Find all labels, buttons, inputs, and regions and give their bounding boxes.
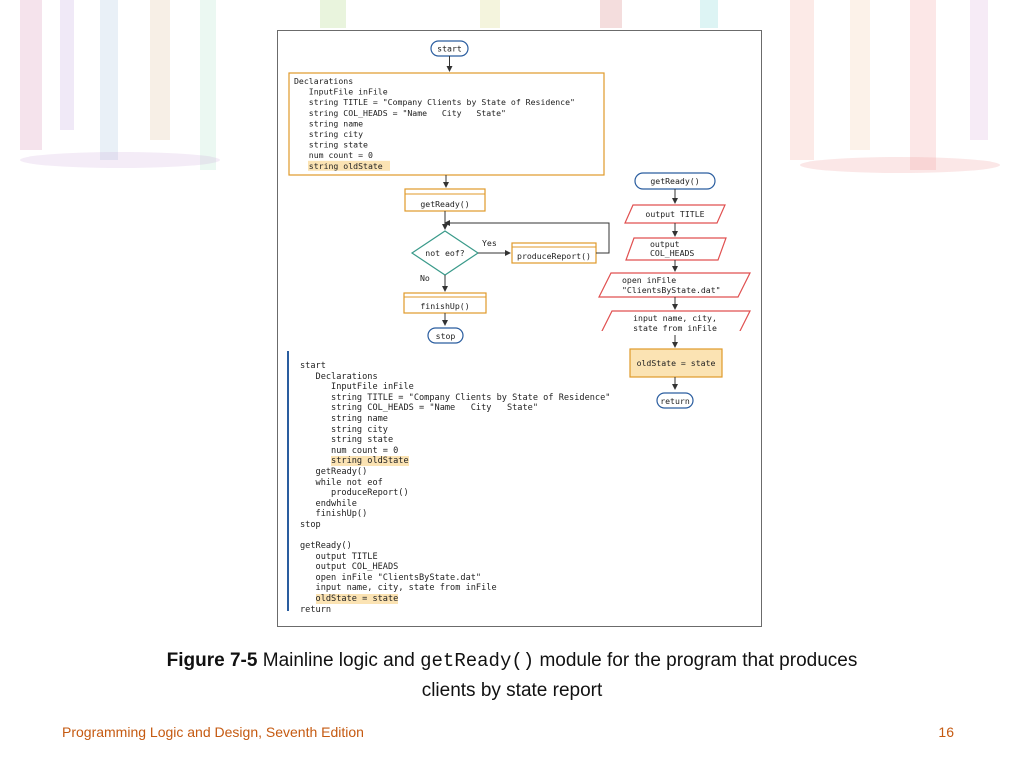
pseudocode-line: getReady()	[300, 541, 352, 552]
pseudocode-line: string TITLE = "Company Clients by State…	[331, 392, 611, 403]
no-label: No	[420, 273, 430, 283]
svg-text:oldState = state: oldState = state	[637, 358, 716, 368]
pseudocode-line: open inFile "ClientsByState.dat"	[315, 572, 482, 583]
caption-line-2: clients by state report	[421, 680, 603, 701]
pseudocode-line: string oldState	[331, 456, 409, 467]
pseudocode-line: InputFile inFile	[331, 382, 414, 393]
figure-panel: start Declarations InputFile inFile stri…	[277, 30, 762, 627]
pseudocode-line: finishUp()	[315, 509, 368, 520]
pseudocode-line: input name, city, state from inFile	[315, 583, 497, 594]
pseudocode-line: output COL_HEADS	[315, 562, 399, 573]
figure-caption: Figure 7-5 Mainline logic and getReady()…	[0, 646, 1024, 706]
svg-text:output: output	[650, 239, 680, 249]
declaration-line: string state	[294, 140, 368, 150]
svg-text:return: return	[660, 396, 690, 406]
output-title-io: output TITLE	[624, 204, 726, 224]
svg-text:finishUp(): finishUp()	[420, 301, 469, 311]
assign-oldstate-process: oldState = state	[629, 348, 723, 378]
pseudocode-line: string city	[331, 424, 388, 435]
return-terminal: return	[656, 392, 694, 409]
input-fields-io: input name, city, state from inFile	[601, 310, 751, 331]
caption-code: getReady()	[420, 650, 535, 672]
svg-text:output TITLE: output TITLE	[645, 209, 704, 219]
declaration-line: string TITLE = "Company Clients by State…	[294, 97, 575, 107]
pseudocode-margin-bar	[287, 351, 289, 611]
produce-report-process: produceReport()	[511, 242, 597, 264]
svg-text:produceReport(): produceReport()	[517, 251, 591, 261]
svg-text:input name, city,: input name, city,	[633, 313, 717, 323]
pseudocode-line: produceReport()	[331, 488, 409, 499]
pseudocode-line: string state	[331, 435, 394, 446]
svg-text:open inFile: open inFile	[622, 275, 676, 285]
pseudocode-line: num count = 0	[331, 445, 399, 456]
caption-label: Figure 7-5	[166, 650, 258, 671]
svg-text:COL_HEADS: COL_HEADS	[650, 248, 694, 258]
declaration-highlight	[308, 160, 390, 171]
pseudocode-line: oldState = state	[315, 594, 399, 605]
declaration-line: num count = 0	[294, 150, 373, 160]
pseudocode-line: stop	[300, 519, 321, 530]
pseudocode-line: string COL_HEADS = "Name City State"	[331, 403, 539, 414]
footer-page-number: 16	[938, 724, 954, 740]
open-infile-io: open inFile "ClientsByState.dat"	[598, 272, 751, 298]
pseudocode-line: getReady()	[315, 466, 368, 477]
getready-process: getReady()	[404, 188, 486, 212]
svg-text:stop: stop	[436, 331, 456, 341]
declaration-line: string oldState	[294, 161, 383, 171]
pseudocode-listing: start Declarations InputFile inFile stri…	[300, 361, 610, 615]
caption-text-b: module for the program that produces	[539, 650, 858, 671]
pseudocode-line: output TITLE	[315, 551, 378, 562]
flowchart-lower: stop oldState = state return	[427, 327, 723, 409]
decorative-background	[20, 0, 1000, 173]
yes-label: Yes	[482, 238, 497, 248]
svg-text:state from inFile: state from inFile	[633, 323, 717, 331]
not-eof-decision: not eof?	[410, 230, 480, 276]
finishup-process: finishUp()	[403, 292, 487, 314]
stop-terminal: stop	[427, 327, 464, 344]
declarations-box: Declarations InputFile inFile string TIT…	[288, 72, 605, 176]
caption-text-a: Mainline logic and	[262, 650, 415, 671]
pseudocode-line: while not eof	[315, 477, 383, 488]
footer-book-title: Programming Logic and Design, Seventh Ed…	[62, 724, 364, 740]
pseudocode-line: endwhile	[315, 498, 357, 509]
output-col-heads-io: output COL_HEADS	[625, 237, 727, 261]
declaration-line: InputFile inFile	[294, 87, 388, 97]
flowchart: start Declarations InputFile inFile stri…	[288, 40, 751, 331]
getready-entry-terminal: getReady()	[634, 172, 716, 190]
declaration-line: string city	[294, 129, 363, 139]
pseudocode-line: start	[300, 361, 326, 371]
svg-text:not eof?: not eof?	[425, 248, 465, 258]
svg-text:start: start	[437, 44, 462, 54]
start-terminal: start	[430, 40, 469, 57]
declaration-line: string name	[294, 118, 363, 128]
pseudocode-line: return	[300, 604, 332, 615]
svg-text:getReady(): getReady()	[420, 199, 469, 209]
svg-text:getReady(): getReady()	[650, 176, 699, 186]
declaration-line: Declarations	[294, 76, 353, 86]
pseudocode-line: string name	[331, 413, 388, 424]
pseudocode-line: Declarations	[315, 371, 378, 382]
declaration-line: string COL_HEADS = "Name City State"	[294, 108, 506, 118]
svg-text:"ClientsByState.dat": "ClientsByState.dat"	[622, 285, 721, 295]
pseudocode-line	[300, 531, 610, 542]
caption-line-1: Figure 7-5 Mainline logic and getReady()…	[0, 646, 1024, 676]
